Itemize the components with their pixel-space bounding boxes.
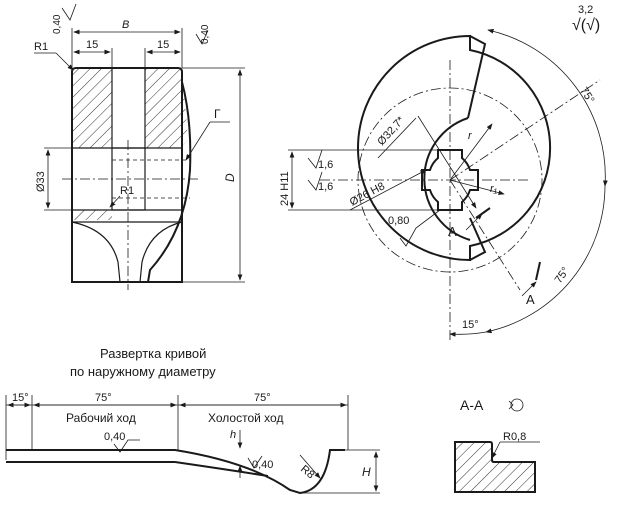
radius-outer: R1 xyxy=(34,41,48,53)
radius-inner: R1 xyxy=(120,185,134,197)
side-view-hatch-right xyxy=(145,68,188,148)
dev-angle-15: 15° xyxy=(12,392,29,404)
dim-h-large: H xyxy=(362,465,371,479)
cam-curve-inner xyxy=(71,221,183,283)
dim-h-small: h xyxy=(230,429,236,441)
dim-bore: Ø33 xyxy=(35,171,47,192)
section-mark-a-top: A xyxy=(448,224,457,239)
roughness-right: 0,40 xyxy=(200,24,211,44)
dim-width-24: 24 H11 xyxy=(279,171,291,206)
radius-r: r xyxy=(468,130,473,142)
roughness-1-6-a: 1,6 xyxy=(318,159,333,171)
cam-curve xyxy=(147,81,192,283)
bore-spline xyxy=(421,149,479,211)
section-a-a: А-А R0,8 xyxy=(454,397,540,493)
dim-diameter-26: Ø26 H8 xyxy=(348,180,387,208)
dim-b: B xyxy=(122,19,129,31)
development-title-1: Развертка кривой xyxy=(100,346,206,361)
idle-stroke: Холостой ход xyxy=(208,411,283,425)
roughness-mark: √(√) xyxy=(572,17,600,34)
side-view: B 15 15 0,40 0,40 R1 Ø33 R1 D Г xyxy=(34,3,245,290)
angle-15: 15° xyxy=(462,319,479,331)
roughness-top: 0,40 xyxy=(52,14,63,34)
view-letter: Г xyxy=(214,107,221,121)
dev-roughness-1: 0,40 xyxy=(104,431,125,443)
dev-roughness-2: 0,40 xyxy=(252,459,273,471)
curve-development: Развертка кривой по наружному диаметру 1… xyxy=(5,346,380,495)
dev-angle-75-left: 75° xyxy=(95,392,112,404)
dim-d: D xyxy=(223,173,237,182)
dim-15-right: 15 xyxy=(157,39,169,51)
side-view-hatch-left xyxy=(72,68,112,220)
dim-diameter-32: Ø32,7* xyxy=(375,114,407,148)
radius-r1: r₁ xyxy=(490,183,498,195)
dim-15-left: 15 xyxy=(86,39,98,51)
dev-radius: R8 xyxy=(298,463,316,481)
roughness-1-6-b: 1,6 xyxy=(318,181,333,193)
working-stroke: Рабочий ход xyxy=(66,411,136,425)
roughness-symbol: 3,2 √(√) xyxy=(572,4,600,34)
section-mark-a-bottom: A xyxy=(526,292,535,307)
development-curve xyxy=(6,449,345,495)
section-profile xyxy=(454,441,536,493)
roughness-value: 3,2 xyxy=(578,4,593,16)
roughness-0-80: 0,80 xyxy=(388,215,409,227)
angle-75-top: 75° xyxy=(577,85,596,105)
development-title-2: по наружному диаметру xyxy=(70,364,216,379)
dev-angle-75-right: 75° xyxy=(254,392,271,404)
section-radius: R0,8 xyxy=(503,431,526,443)
cam-step xyxy=(467,35,487,261)
section-title: А-А xyxy=(460,397,484,413)
front-view: 75° 75° 15° Ø32,7* r r₁ Ø26 H8 24 H11 1,… xyxy=(279,28,608,340)
rotation-icon xyxy=(510,398,524,412)
